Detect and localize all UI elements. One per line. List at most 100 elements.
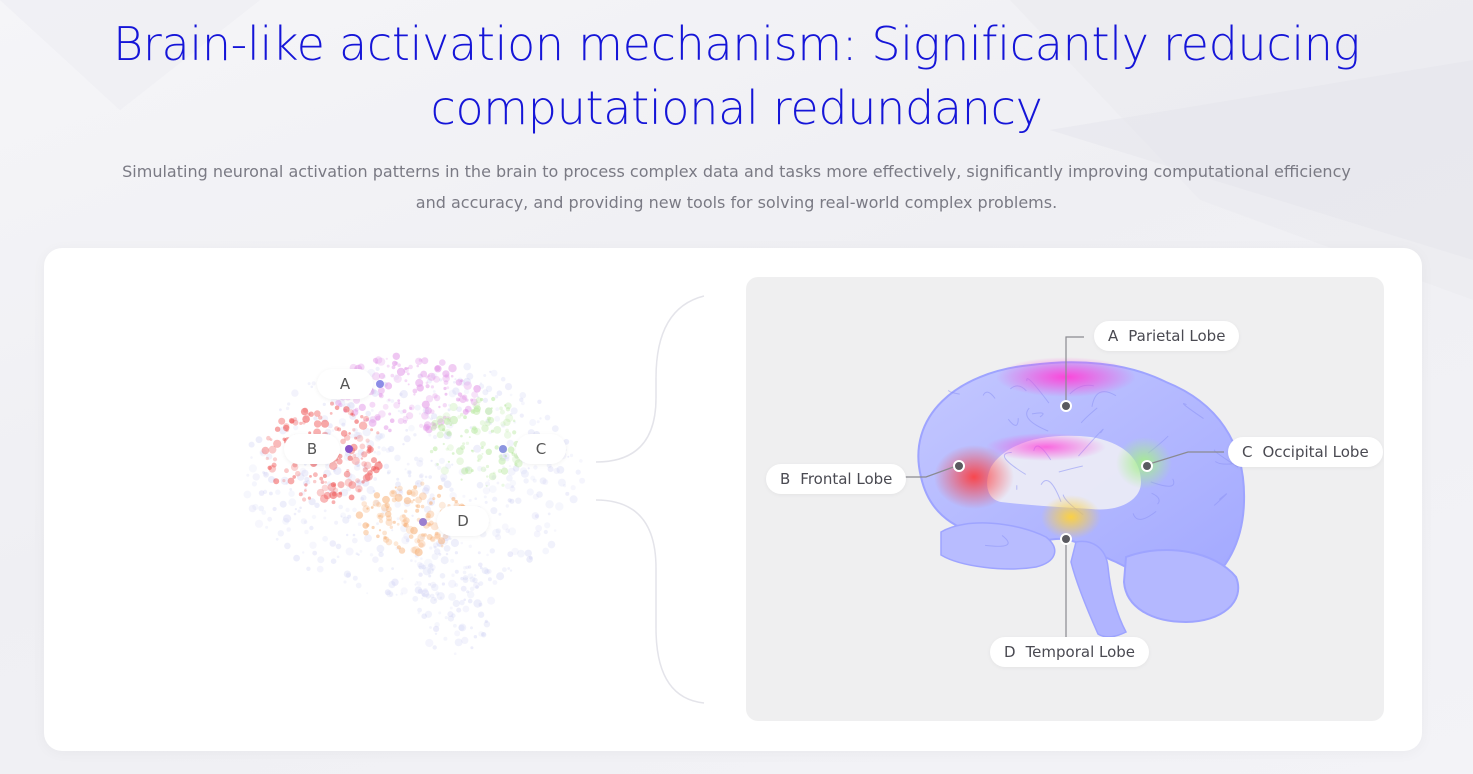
particle [466, 590, 470, 594]
particle [429, 536, 436, 543]
particle [298, 492, 303, 497]
particle [468, 544, 472, 548]
particle [356, 434, 364, 442]
particle [505, 428, 509, 433]
particle [329, 473, 332, 476]
particle [447, 611, 454, 618]
particle [485, 484, 488, 487]
particle [371, 525, 375, 530]
particle [526, 556, 533, 563]
particle [544, 414, 551, 421]
particle [388, 445, 395, 453]
particle [314, 502, 320, 508]
particle [340, 488, 349, 497]
particle [335, 543, 342, 550]
particle [418, 542, 424, 548]
particle [433, 598, 436, 601]
particle [399, 390, 408, 399]
particle [476, 481, 484, 489]
particle [555, 502, 564, 511]
particle [416, 364, 419, 368]
particle [425, 381, 429, 385]
particle [395, 593, 398, 596]
particle [399, 514, 407, 522]
particle [544, 522, 551, 529]
particle [271, 462, 277, 468]
particle [393, 401, 401, 409]
particle [299, 506, 302, 510]
particle [455, 397, 460, 402]
particle [407, 470, 412, 475]
particle [426, 522, 431, 527]
particle [403, 522, 409, 528]
particle [357, 522, 362, 526]
particle [255, 436, 263, 444]
particle [447, 408, 451, 412]
particle [434, 462, 439, 467]
particle [491, 475, 497, 480]
particle [313, 472, 318, 478]
particle [410, 526, 418, 535]
particle [435, 423, 441, 429]
particle [443, 480, 452, 489]
particle [512, 419, 516, 423]
particle [395, 481, 401, 488]
particle [367, 470, 373, 476]
particle [511, 452, 516, 456]
particle [461, 636, 469, 644]
particle [373, 477, 378, 481]
particle [285, 406, 290, 411]
particle [567, 455, 570, 458]
particle [457, 392, 463, 397]
particle [313, 416, 318, 421]
particle [308, 431, 312, 435]
particle [438, 424, 441, 428]
particle [360, 415, 364, 419]
particle [504, 483, 511, 490]
particle [486, 553, 489, 557]
particle [465, 409, 469, 413]
particle [430, 596, 438, 605]
particle [401, 577, 404, 580]
particle [306, 480, 311, 485]
particle [309, 525, 314, 531]
particle [487, 416, 495, 424]
particle [362, 522, 369, 529]
particle [424, 610, 433, 618]
particle [418, 563, 425, 570]
particle [362, 427, 371, 437]
particle [387, 469, 392, 474]
particle [484, 481, 491, 487]
lobe-name-occipital: Occipital Lobe [1262, 443, 1369, 461]
particle [428, 523, 432, 527]
marker-chip-c: C [516, 434, 566, 464]
particle [350, 412, 354, 416]
particle [547, 540, 556, 549]
particle [316, 488, 325, 497]
particle [327, 423, 333, 429]
particle [467, 573, 474, 579]
particle [504, 456, 510, 462]
particle [366, 592, 369, 595]
particle [444, 616, 448, 620]
particle [323, 509, 327, 513]
particle [285, 482, 289, 485]
particle [449, 415, 458, 425]
particle [333, 469, 336, 472]
particle [492, 496, 498, 502]
glow-temporal [1041, 495, 1101, 539]
particle [495, 534, 502, 541]
particle [376, 450, 381, 456]
particle [430, 425, 437, 431]
particle [413, 433, 417, 437]
particle [382, 495, 390, 504]
particle [396, 367, 406, 376]
particle [378, 515, 384, 520]
particle [436, 415, 444, 423]
particle [352, 575, 358, 581]
particle [262, 471, 265, 474]
particle [457, 398, 461, 402]
particle [462, 494, 466, 498]
particle [311, 514, 317, 520]
particle [470, 469, 474, 473]
